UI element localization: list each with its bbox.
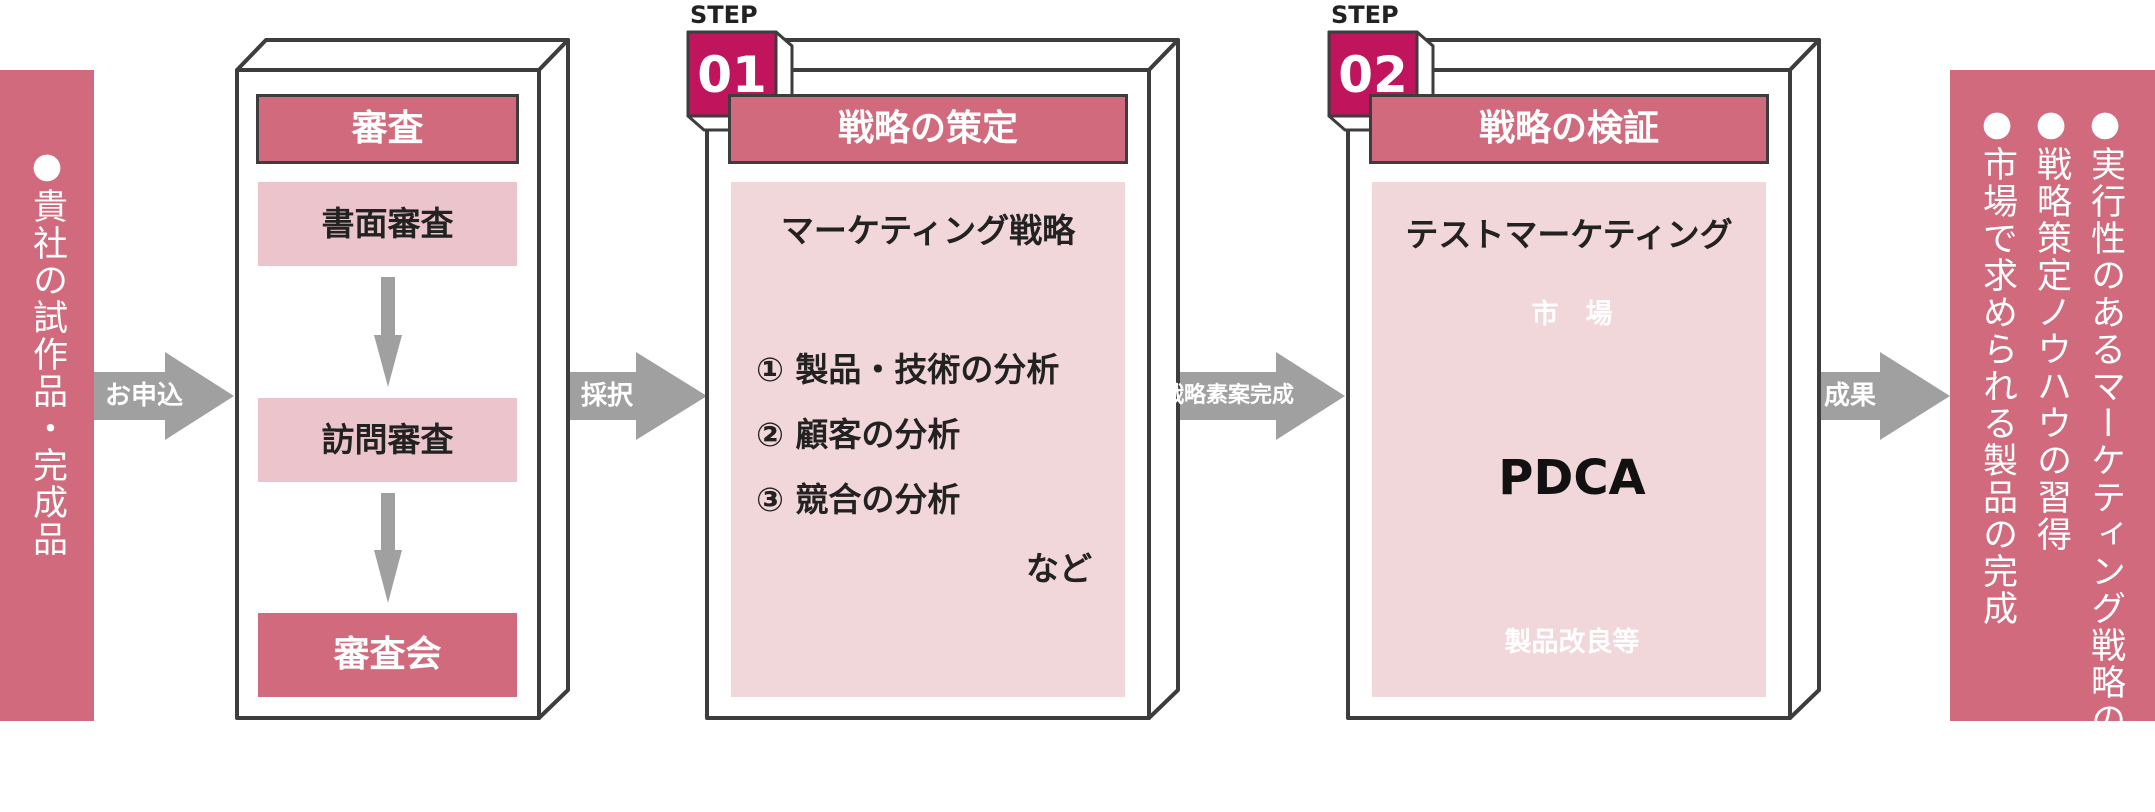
outcome-1: ●実行性のあるマーケティング戦略の完成 [2085, 104, 2125, 812]
apply-label: お申込 [104, 381, 183, 411]
step2-tag: STEP [1331, 1, 1399, 29]
improvement-label: 製品改良等 [1504, 627, 1640, 658]
adopt-label: 採択 [580, 381, 633, 411]
review-item-document: 書面審査 [258, 182, 517, 266]
outcome-3: ●市場で求められる製品の完成 [1977, 104, 2017, 627]
market-label: 市 場 [1531, 299, 1613, 330]
left-banner [0, 70, 94, 721]
step2-title: テストマーケティング [1405, 215, 1733, 254]
apply-arrow [94, 352, 234, 440]
outcome-2: ●戦略策定ノウハウの習得 [2031, 104, 2071, 553]
step2-panel [1372, 182, 1766, 697]
review-item-visit: 訪問審査 [258, 398, 517, 482]
complete-label: 戦略素案完成 [1161, 383, 1294, 408]
step1-item-3: ③ 競合の分析 [756, 480, 961, 519]
pdca-label: PDCA [1498, 450, 1646, 506]
left-banner-text: ●貴社の試作品・完成品 [27, 146, 67, 558]
result-arrow [1790, 352, 1950, 440]
step1-item-1: ① 製品・技術の分析 [756, 350, 1060, 389]
adopt-arrow [536, 352, 707, 440]
step1-tag: STEP [690, 1, 758, 29]
review-box [235, 38, 570, 720]
step1-title: マーケティング戦略 [780, 211, 1076, 250]
review-header: 審査 [256, 94, 519, 164]
step1-item-2: ② 顧客の分析 [756, 415, 961, 454]
review-down-arrow-1 [374, 277, 402, 387]
step1-panel [731, 182, 1125, 697]
review-final-meeting: 審査会 [258, 613, 517, 697]
review-down-arrow-2 [374, 493, 402, 603]
step1-header: 戦略の策定 [728, 94, 1128, 164]
right-banner [1950, 70, 2155, 721]
complete-arrow [1150, 352, 1345, 440]
step1-etc: など [1026, 549, 1092, 588]
result-label: 成果 [1823, 381, 1876, 411]
step2-header: 戦略の検証 [1369, 94, 1769, 164]
